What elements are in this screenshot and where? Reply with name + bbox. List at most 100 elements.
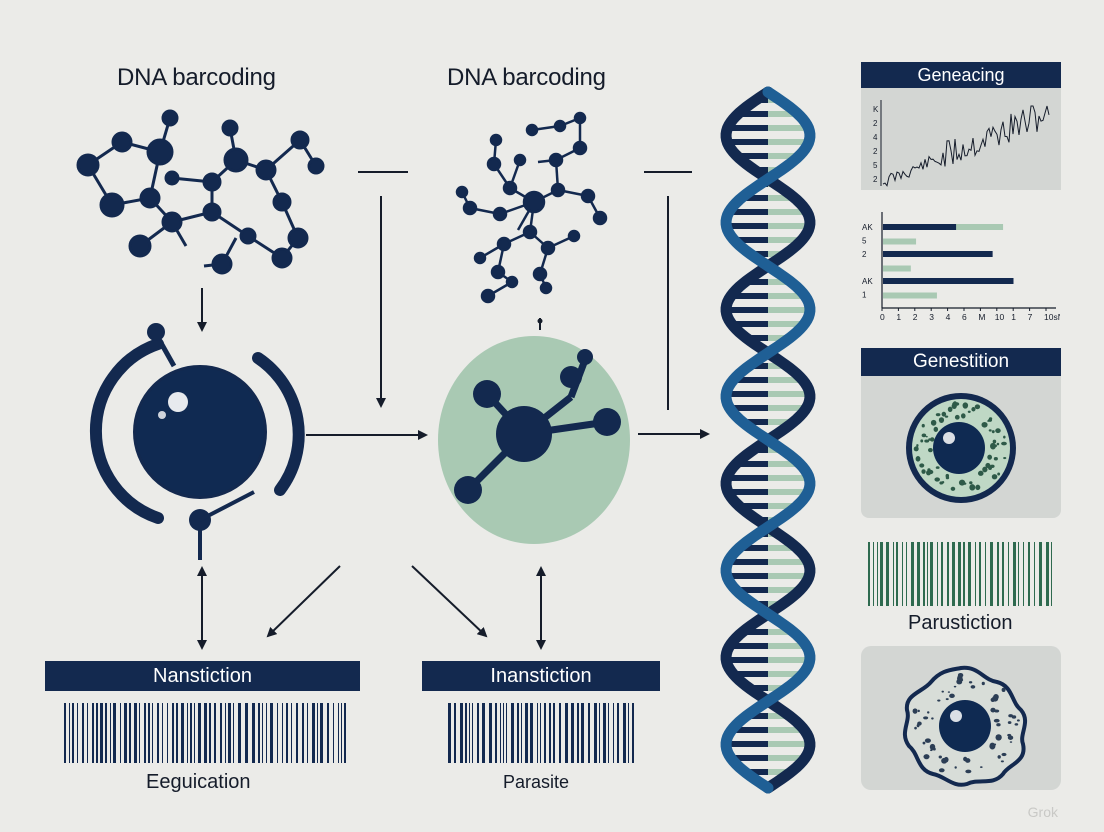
barcode-bar: [198, 703, 201, 763]
arrow-diagonal-right: [411, 565, 488, 638]
cell-speckle: [924, 439, 930, 443]
bar-dark: [883, 224, 957, 230]
bar-chart-x-tick: 7: [1028, 312, 1033, 322]
cell-speckle: [944, 415, 949, 418]
caption-left-barcode: Eeguication: [146, 771, 251, 793]
cell-speckle: [957, 673, 964, 678]
connector-dot: [537, 318, 543, 324]
barcode-bar: [553, 703, 555, 763]
barcode-bar: [511, 703, 514, 763]
barcode-bar: [124, 703, 127, 763]
barcode-bar: [1013, 542, 1016, 606]
cell-speckle: [993, 718, 1000, 723]
bar-chart-x-tick: 3: [929, 312, 934, 322]
barcode-bar: [176, 703, 178, 763]
barcode-bar: [194, 703, 195, 763]
cell-speckle: [917, 709, 920, 713]
barcode-bar: [172, 703, 174, 763]
cell-speckle: [987, 420, 990, 422]
barcode-bar: [968, 542, 971, 606]
cell-speckle: [974, 404, 981, 410]
barcode-bar: [896, 542, 898, 606]
bar-chart: AK52AK1012346M101710sN: [862, 212, 1060, 322]
cell-speckle: [997, 472, 1001, 476]
barcode-bar: [975, 542, 976, 606]
barcode-bar: [1008, 542, 1009, 606]
barcode-bar: [1046, 542, 1049, 606]
bar-chart-y-tick: 1: [862, 291, 867, 300]
cell-speckle: [989, 742, 996, 750]
barcode-bar: [312, 703, 315, 763]
cell-speckle: [991, 474, 998, 480]
bar-light: [883, 265, 911, 272]
cell-speckle: [938, 417, 945, 423]
barcode-bar: [893, 542, 894, 606]
barcode-bar: [927, 542, 928, 606]
barcode-bar: [225, 703, 226, 763]
barcode-bar: [282, 703, 283, 763]
barcode-bar: [286, 703, 288, 763]
barcode-bar: [617, 703, 619, 763]
cell-speckle: [1011, 715, 1017, 719]
barcode-bar: [341, 703, 342, 763]
line-chart-y-tick: 4: [873, 133, 878, 142]
cell-speckle: [965, 769, 972, 774]
barcode-bar: [129, 703, 131, 763]
barcode-bar: [979, 542, 981, 606]
barcode-bar: [608, 703, 609, 763]
barcode-bar: [1051, 542, 1052, 606]
banner-middle: Inanstiction: [422, 661, 660, 691]
barcode-bar: [64, 703, 66, 763]
barcode-bar: [252, 703, 255, 763]
line-chart-banner: Geneacing: [861, 62, 1061, 88]
barcode-bar: [307, 703, 308, 763]
cell-speckle: [921, 433, 927, 438]
cell-speckle: [947, 406, 953, 413]
barcode-bar: [162, 703, 163, 763]
barcode-bar: [530, 703, 533, 763]
barcode-bar: [204, 703, 207, 763]
cell-left: [90, 323, 305, 560]
caption-right-barcode: Parustiction: [908, 612, 1013, 634]
barcode-bar: [320, 703, 323, 763]
barcode-bar: [544, 703, 546, 763]
parasite-cell-illustration: [903, 665, 1027, 787]
barcode-bar: [258, 703, 260, 763]
barcode-bar: [469, 703, 470, 763]
cell-speckle: [945, 473, 950, 478]
barcode-bar: [985, 542, 986, 606]
barcode-bar: [902, 542, 903, 606]
barcode-bar: [947, 542, 949, 606]
barcode-bar: [92, 703, 94, 763]
bar-light: [883, 238, 917, 245]
cell-speckle: [970, 685, 976, 689]
cell-speckle: [996, 442, 1000, 446]
cell-speckle: [929, 749, 933, 752]
barcode-bar: [500, 703, 501, 763]
barcode-bar: [571, 703, 574, 763]
cell-speckle: [1001, 752, 1007, 757]
barcode-bar: [521, 703, 522, 763]
barcode-bar: [157, 703, 159, 763]
barcode-bar: [270, 703, 273, 763]
line-chart-y-tick: 2: [873, 175, 878, 184]
barcode-bar: [120, 703, 121, 763]
cell-speckle: [938, 768, 945, 773]
line-chart-trace: [882, 105, 1050, 187]
barcode-bar: [917, 542, 920, 606]
cell-speckle: [930, 419, 937, 426]
barcode-bar: [262, 703, 263, 763]
cell-speckle: [941, 757, 948, 764]
bar-dark: [883, 251, 993, 257]
cell-speckle: [958, 479, 966, 486]
barcode-bar: [134, 703, 137, 763]
barcode-bar: [181, 703, 184, 763]
parasite-panel: [861, 646, 1061, 790]
barcode-bar: [338, 703, 339, 763]
line-chart-y-tick: K: [873, 105, 879, 114]
barcode-bar: [454, 703, 456, 763]
barcode-bar: [623, 703, 626, 763]
barcode-bar: [209, 703, 211, 763]
barcode-bar: [1018, 542, 1019, 606]
